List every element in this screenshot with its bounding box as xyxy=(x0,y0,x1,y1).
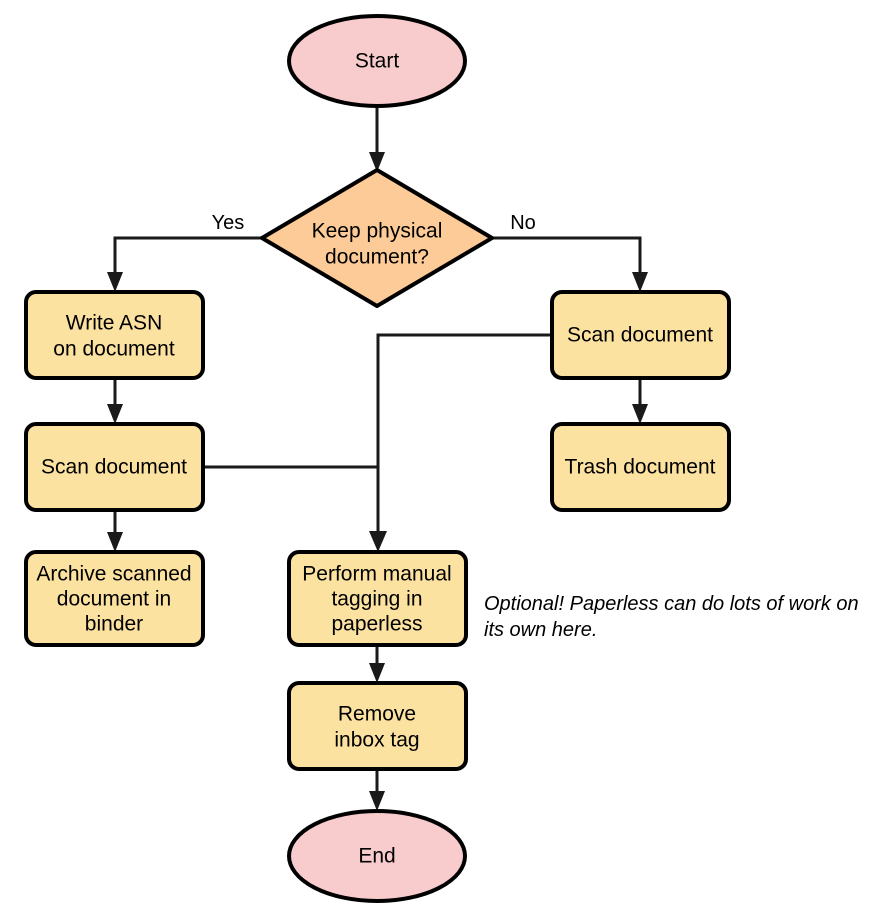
scan-document-right-label: Scan document xyxy=(567,324,713,347)
manual-tagging-label-line-3: paperless xyxy=(331,613,422,636)
node-start[interactable]: Start xyxy=(287,14,467,108)
remove-inbox-tag-label-line-1: Remove xyxy=(338,703,416,726)
annotation-line-2: its own here. xyxy=(484,619,597,641)
node-end[interactable]: End xyxy=(287,809,467,903)
arrowhead xyxy=(369,531,387,552)
arrowhead xyxy=(369,152,385,172)
end-ellipse[interactable] xyxy=(287,809,467,903)
scan-document-left-box[interactable] xyxy=(24,422,205,512)
end-label: End xyxy=(358,845,395,868)
edge-write-asn-to-scan-left xyxy=(107,378,123,424)
trash-document-label: Trash document xyxy=(565,456,716,479)
write-asn-box[interactable] xyxy=(24,290,205,380)
edge-remove-inbox-to-end xyxy=(369,769,385,811)
archive-binder-label-line-1: Archive scanned xyxy=(36,563,191,586)
archive-binder-label-line-3: binder xyxy=(85,613,143,636)
remove-inbox-tag-label-line-2: inbox tag xyxy=(334,729,419,752)
arrowhead xyxy=(369,663,385,683)
node-remove-inbox-tag[interactable]: Remove inbox tag xyxy=(287,681,468,771)
node-scan-document-right[interactable]: Scan document xyxy=(550,290,731,380)
node-scan-document-left[interactable]: Scan document xyxy=(24,422,205,512)
start-label: Start xyxy=(355,50,400,73)
arrowhead xyxy=(107,404,123,424)
decision-diamond[interactable] xyxy=(260,168,494,308)
trash-document-box[interactable] xyxy=(550,422,731,512)
archive-binder-label-line-2: document in xyxy=(57,588,171,611)
decision-label-line-2: document? xyxy=(325,246,429,269)
edge-tagging-to-remove-inbox xyxy=(369,645,385,683)
node-manual-tagging[interactable]: Perform manual tagging in paperless xyxy=(287,550,468,647)
edge-label-yes: Yes xyxy=(212,212,245,234)
edge-decision-to-scan-right xyxy=(492,236,648,292)
decision-label-line-1: Keep physical xyxy=(312,220,443,243)
node-trash-document[interactable]: Trash document xyxy=(550,422,731,512)
arrowhead xyxy=(632,272,648,292)
start-ellipse[interactable] xyxy=(287,14,467,108)
edge-scan-left-to-archive xyxy=(107,510,123,552)
scan-document-left-label: Scan document xyxy=(41,456,187,479)
annotation-line-1: Optional! Paperless can do lots of work … xyxy=(484,593,859,615)
node-archive-binder[interactable]: Archive scanned document in binder xyxy=(24,550,205,647)
arrowhead xyxy=(369,791,385,811)
edge-decision-to-write-asn xyxy=(107,236,262,292)
manual-tagging-label-line-2: tagging in xyxy=(331,588,422,611)
archive-binder-box[interactable] xyxy=(24,550,205,647)
remove-inbox-tag-box[interactable] xyxy=(287,681,468,771)
node-write-asn[interactable]: Write ASN on document xyxy=(24,290,205,380)
manual-tagging-label-line-1: Perform manual xyxy=(302,563,451,586)
write-asn-label-line-2: on document xyxy=(53,338,175,361)
arrowhead xyxy=(107,272,123,292)
write-asn-label-line-1: Write ASN xyxy=(66,312,162,335)
edge-scan-right-to-tagging xyxy=(369,333,552,552)
annotation-optional-note: Optional! Paperless can do lots of work … xyxy=(484,593,859,641)
arrowhead xyxy=(107,532,123,552)
scan-document-right-box[interactable] xyxy=(550,290,731,380)
edge-scan-right-to-trash xyxy=(632,378,648,424)
manual-tagging-box[interactable] xyxy=(287,550,468,647)
edge-label-no: No xyxy=(510,212,536,234)
node-keep-physical-document[interactable]: Keep physical document? xyxy=(260,168,494,308)
edge-start-to-decision xyxy=(369,106,385,172)
arrowhead xyxy=(632,404,648,424)
